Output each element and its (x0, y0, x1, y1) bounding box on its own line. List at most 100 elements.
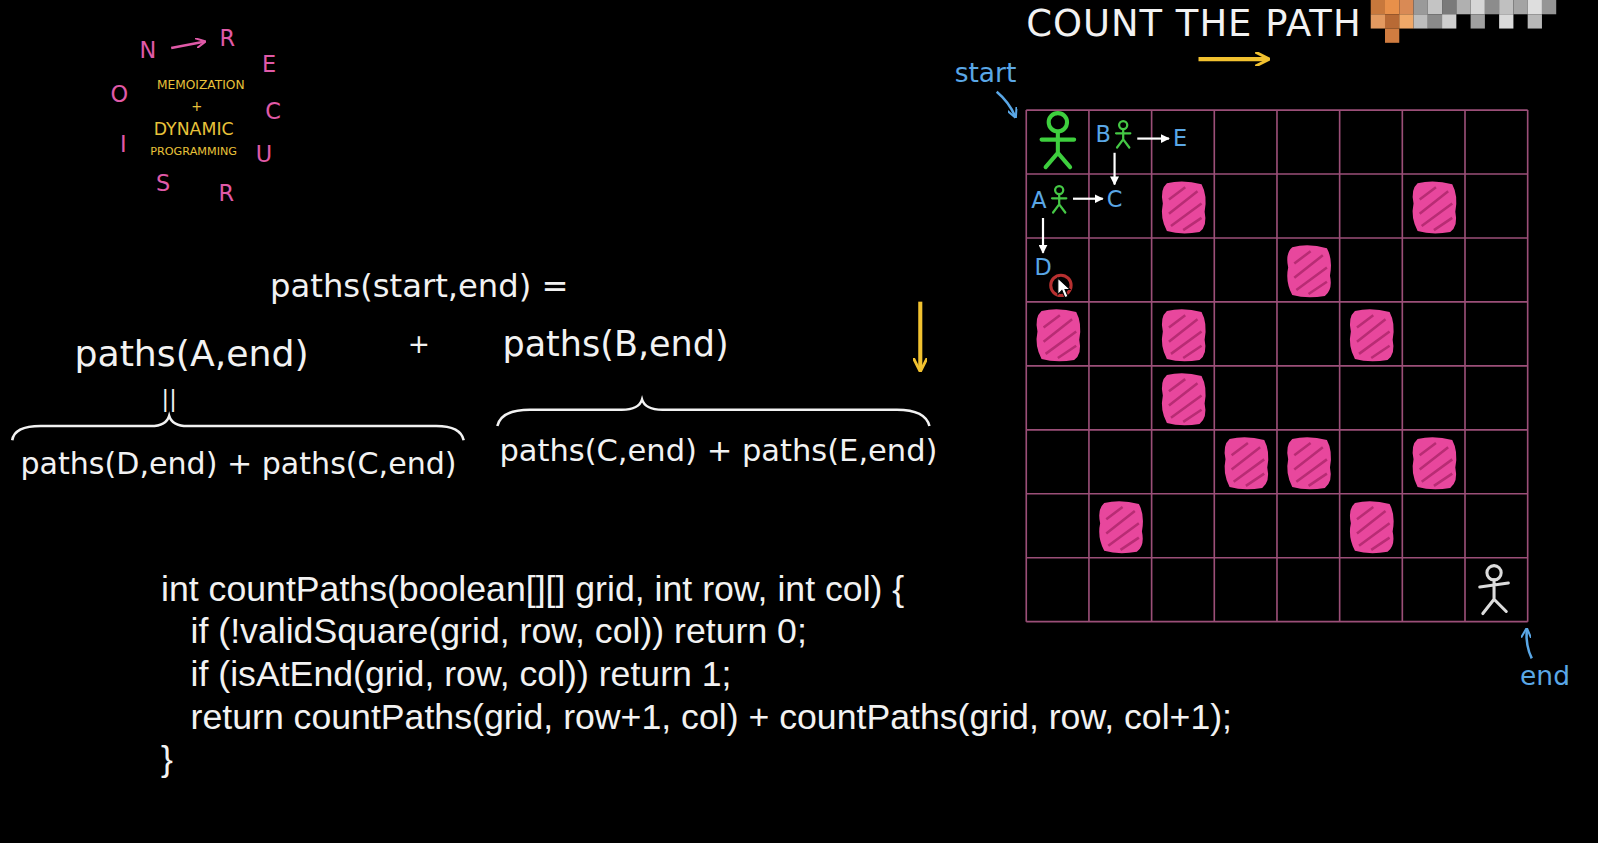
emblem-letter: I (120, 132, 127, 158)
hatching (1169, 315, 1202, 358)
cell-letter: B (1096, 123, 1111, 145)
blocked-cell (1413, 437, 1457, 489)
hatching (1169, 379, 1202, 422)
direction-arrow (918, 302, 922, 369)
blocked-cell (1037, 309, 1081, 361)
cell-letter-box: D (1032, 255, 1053, 279)
blocked-cell (1287, 245, 1331, 297)
blocked-cell (1225, 437, 1269, 489)
emblem-text: + (191, 99, 202, 114)
move-arrow (1073, 198, 1103, 200)
blocked-cell (1350, 501, 1394, 553)
stick-figure (1055, 186, 1063, 194)
blocked-cell (1162, 309, 1206, 361)
pixel-mosaic (1499, 14, 1513, 28)
blocked-cell (1162, 373, 1206, 425)
blocked-cell (1099, 501, 1143, 553)
cell-letter-box: A (1029, 183, 1071, 216)
stick-figure (1116, 129, 1130, 147)
pixel-mosaic (1485, 0, 1499, 14)
pixel-mosaic (1428, 14, 1442, 28)
code-line: if (!validSquare(grid, row, col)) return… (191, 611, 807, 652)
stick-figure (1480, 580, 1509, 614)
pixel-mosaic (1414, 14, 1428, 28)
stick-figure (1052, 195, 1066, 213)
hatching (1232, 443, 1265, 486)
equation: paths(B,end) (502, 324, 728, 364)
pointer-label: end (1520, 661, 1570, 691)
operator: + (408, 329, 430, 359)
pixel-mosaic (1513, 0, 1527, 14)
emblem-letter: U (256, 142, 272, 168)
pixel-mosaic (1428, 0, 1442, 14)
blocked-cell (1350, 309, 1394, 361)
pixel-mosaic (1456, 0, 1470, 14)
stick-figure (1049, 184, 1069, 215)
hatching (1420, 443, 1453, 486)
grid-line (1026, 493, 1527, 495)
equals-sign: || (162, 387, 177, 413)
emblem-arrow (171, 42, 204, 48)
emblem-letter: E (262, 52, 276, 78)
equation: paths(D,end) + paths(C,end) (20, 447, 456, 482)
stick-figure (1113, 119, 1133, 150)
emblem-text: DYNAMIC (154, 120, 234, 140)
pixel-mosaic (1385, 29, 1399, 43)
emblem-letter: C (265, 99, 281, 125)
blocked-cell (1413, 181, 1457, 233)
blocked-cell (1162, 181, 1206, 233)
blocked-cell (1413, 181, 1457, 233)
blocked-cell (1287, 437, 1331, 489)
blocked-cell (1287, 437, 1331, 489)
stick-figure (1042, 131, 1075, 167)
hatching (1294, 251, 1327, 294)
emblem-letter: N (139, 38, 156, 64)
blocked-cell (1162, 181, 1206, 233)
blocked-cell (1225, 437, 1269, 489)
pixel-mosaic (1399, 14, 1413, 28)
pixel-mosaic (1371, 14, 1385, 28)
hatching (1294, 443, 1327, 486)
equation: paths(C,end) + paths(E,end) (499, 433, 937, 468)
grid (1026, 110, 1527, 622)
pixel-mosaic (1528, 0, 1542, 14)
brace (497, 399, 929, 425)
pixel-mosaic (1442, 14, 1456, 28)
grid-line (1402, 110, 1404, 622)
emblem-text: MEMOIZATION (157, 78, 245, 92)
hatching (1420, 187, 1453, 230)
drawing (12, 0, 1556, 658)
hatching (1044, 315, 1077, 358)
cell-letter: E (1173, 127, 1187, 149)
grid-line (1339, 110, 1341, 622)
move-arrow (1137, 137, 1169, 139)
hatching (1357, 315, 1390, 358)
pixel-mosaic (1471, 0, 1485, 14)
blocked-cell (1350, 309, 1394, 361)
stick-figure (1480, 566, 1509, 614)
stick-figure (1042, 113, 1075, 167)
brace (12, 416, 463, 440)
hatching (1169, 187, 1202, 230)
stick-figure (1487, 566, 1501, 580)
pixel-mosaic (1471, 14, 1485, 28)
cell-letter: A (1031, 189, 1046, 211)
equation: paths(start,end) = (270, 268, 569, 305)
title: COUNT THE PATH (1026, 3, 1361, 45)
pixel-mosaic (1542, 0, 1556, 14)
pixel-mosaic (1442, 0, 1456, 14)
pixel-mosaic (1371, 0, 1385, 14)
blocked-cell (1099, 501, 1143, 553)
blocked-cell (1350, 501, 1394, 553)
emblem-letter: O (110, 82, 128, 108)
grid-line (1026, 429, 1527, 431)
blocked-cell (1287, 245, 1331, 297)
start-pointer (997, 92, 1015, 116)
grid-line (1527, 110, 1529, 622)
cell-letter-box: B (1094, 118, 1136, 151)
pixel-mosaic (1499, 0, 1513, 14)
cell-letter-box: C (1105, 187, 1125, 211)
blocked-cell (1162, 373, 1206, 425)
cell-letter-box: E (1171, 126, 1189, 150)
